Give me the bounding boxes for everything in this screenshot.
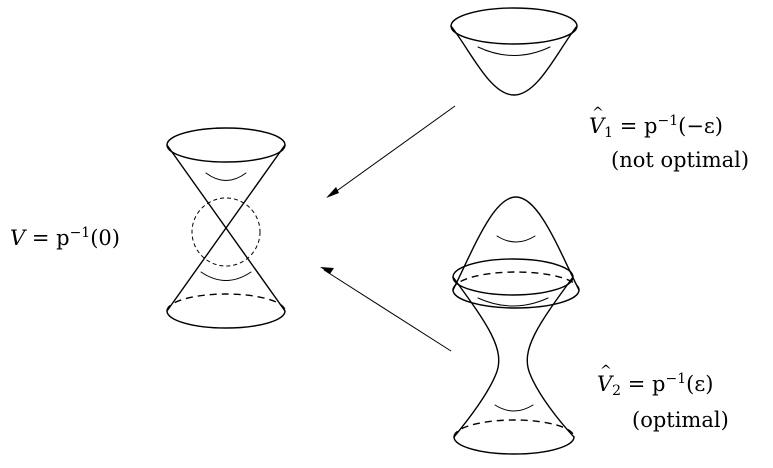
one-sheet-left-side: [452, 276, 500, 438]
one-sheet-bottom-back-arc: [453, 419, 575, 438]
one-sheeted-hyperboloid: [452, 258, 575, 455]
double-cone-bottom-back-arc: [166, 293, 286, 312]
v1-label: V1 = p−1(−ε): [589, 106, 723, 140]
one-sheet-bottom-front-arc: [453, 436, 575, 455]
double-cone: [166, 127, 286, 329]
v1-note: (not optimal): [611, 148, 750, 172]
double-cone-lower-contour: [200, 271, 252, 281]
lower-sheet-bottom-back-arc: [452, 271, 580, 291]
double-cone-upper-contour: [205, 172, 247, 181]
lower-sheet-bottom-front-arc: [452, 289, 580, 309]
lower-sheet-body: [452, 196, 580, 291]
arrow-from-v2: [320, 267, 452, 352]
two-sheeted-hyperboloid: [450, 7, 580, 309]
upper-sheet-rim: [450, 7, 578, 45]
double-cone-bottom-front-arc: [166, 310, 286, 329]
double-cone-side-lines: [166, 144, 286, 312]
lower-sheet-contour: [496, 235, 536, 243]
v-label: V = p−1(0): [10, 225, 120, 250]
upper-sheet-body: [450, 25, 578, 96]
singularity-circle: [191, 197, 261, 267]
v2-label: V2 = p−1(ε): [597, 364, 713, 398]
one-sheet-top-rim: [452, 258, 574, 296]
one-sheet-right-side: [526, 276, 575, 438]
double-cone-top-rim: [166, 127, 286, 163]
arrow-from-v1: [326, 105, 456, 198]
one-sheet-upper-contour: [477, 297, 549, 307]
upper-sheet-contour: [477, 46, 551, 56]
v2-note: (optimal): [632, 408, 729, 432]
one-sheet-lower-contour: [494, 404, 534, 412]
